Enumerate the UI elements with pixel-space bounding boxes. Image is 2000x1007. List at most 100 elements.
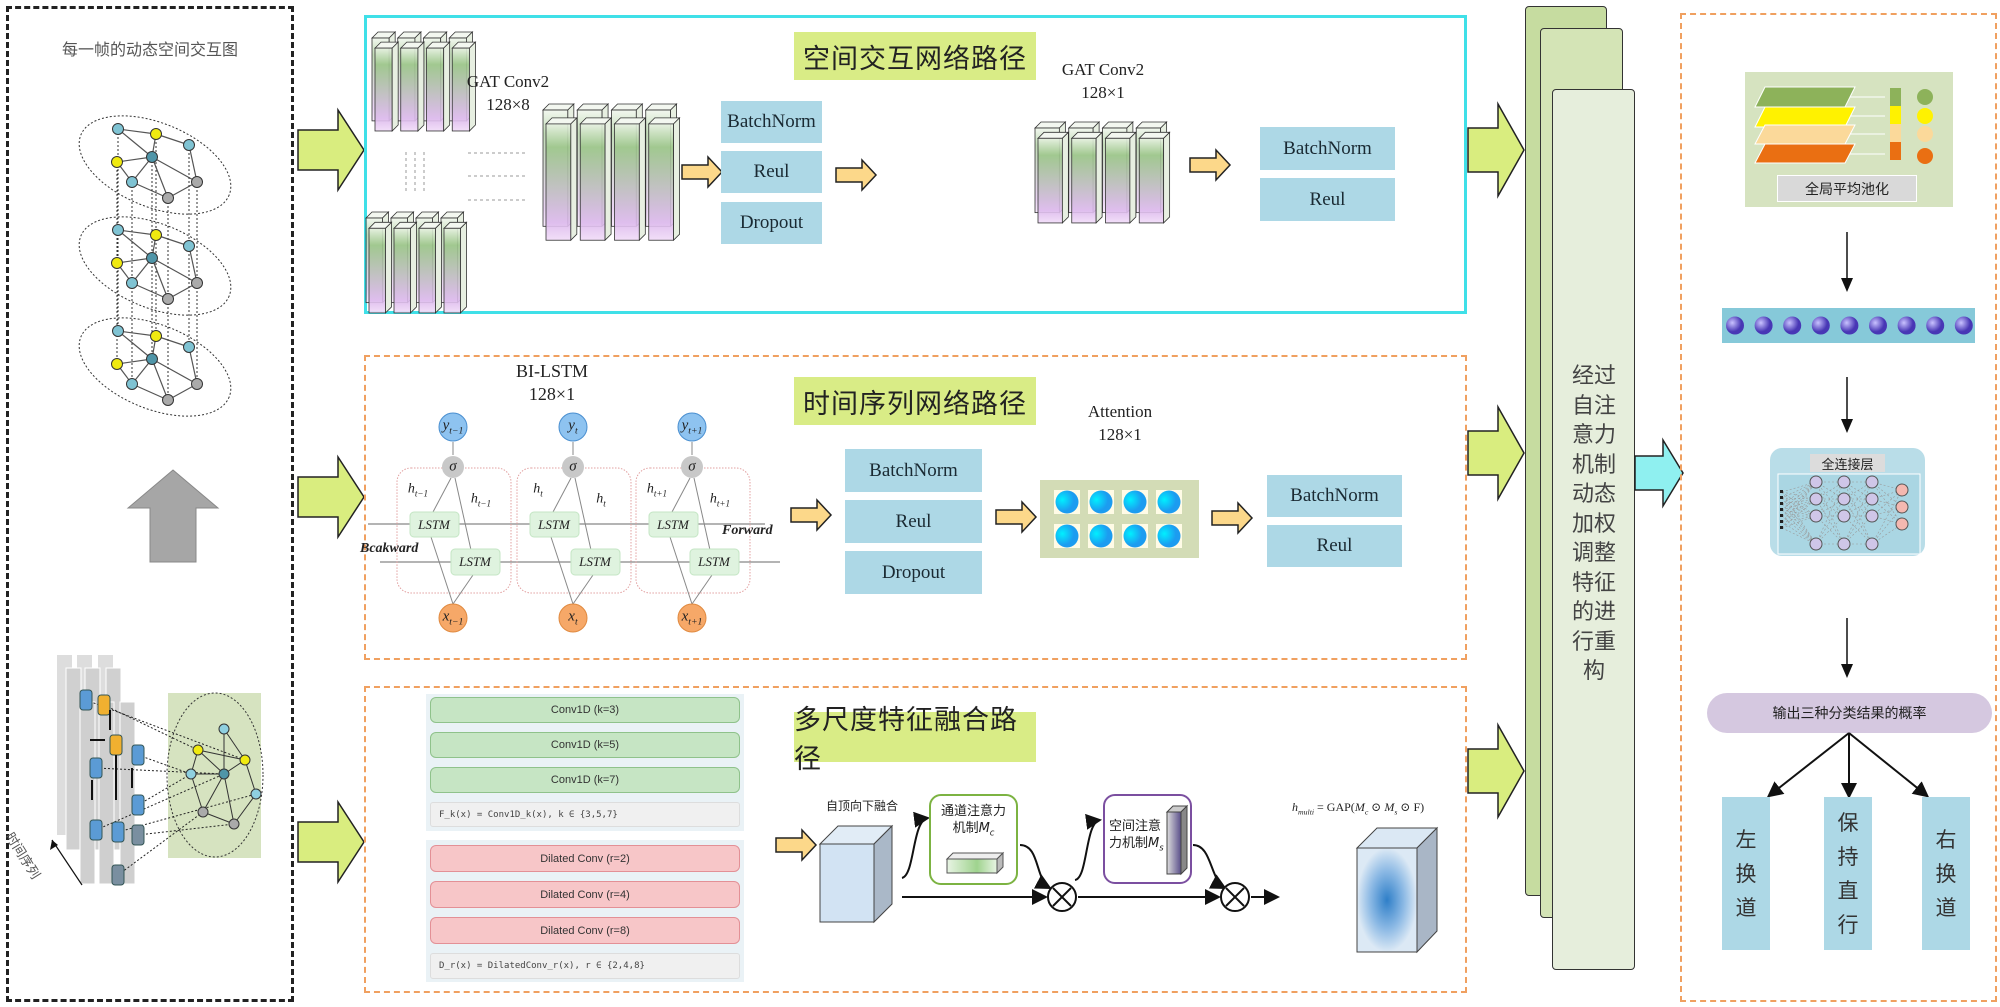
attention-weight-node (1055, 490, 1079, 514)
sigma-node (562, 456, 584, 478)
feature-column (1037, 131, 1070, 224)
pooling-illustration (1754, 86, 1933, 164)
output-label-sub: t+1 (688, 425, 703, 437)
connection (1815, 515, 1845, 545)
vehicle (111, 821, 125, 843)
feature-node (1754, 316, 1773, 335)
gat-conv-dim: 128×8 (486, 95, 530, 114)
vehicle-node (112, 325, 124, 337)
arrow-icon (1211, 501, 1254, 535)
vehicle-node (111, 358, 123, 370)
graph-background (168, 693, 261, 858)
connection (1781, 481, 1817, 523)
forward-lstm-label: LSTM (538, 517, 570, 533)
connection (1815, 481, 1845, 545)
sigma-label-text: σ (569, 458, 577, 475)
feature-column (1104, 131, 1137, 224)
backward-lstm-label-text: LSTM (698, 554, 730, 569)
hidden-neuron (1809, 509, 1823, 523)
temporal-path-title: 时间序列网络路径 (794, 377, 1036, 425)
frame-ellipse (78, 115, 232, 215)
arrow-icon (835, 158, 878, 192)
vehicle-node (146, 353, 158, 365)
backward-label: Bcakward (360, 541, 419, 556)
feature-node (1897, 316, 1916, 335)
formula-op: ⊙ (1368, 800, 1385, 814)
output-branch-arrows (1766, 732, 1930, 799)
vehicle-node (146, 252, 158, 264)
connection (1843, 481, 1873, 517)
input-label-text: x (568, 608, 575, 625)
fully-connected-network (1777, 473, 1921, 555)
multiply-icon (1220, 882, 1250, 912)
backward-lstm-label-text: LSTM (459, 554, 491, 569)
bilstm-dim: 128×1 (528, 384, 576, 404)
class-right-lane-change: 右换道 (1922, 797, 1970, 950)
vehicle-node (111, 257, 123, 269)
input-label-sub: t+1 (688, 616, 703, 628)
lane-mid (65, 667, 82, 851)
backward-lstm-label: LSTM (459, 554, 491, 570)
graph-edge (117, 128, 153, 158)
attention-weight-node (1123, 490, 1147, 514)
vehicle-node (150, 128, 162, 140)
connection (1843, 481, 1873, 545)
global-average-pooling-label: 全局平均池化 (1777, 175, 1917, 202)
connection (1781, 481, 1817, 505)
arrow-icon (775, 828, 818, 862)
formula-lhs-sub: multi (1298, 807, 1315, 817)
backward-lstm-unit (570, 548, 621, 576)
frame-ellipse (78, 216, 232, 316)
backward-lstm-label: LSTM (698, 554, 730, 570)
input-link (691, 574, 713, 605)
arrow-icon (1189, 148, 1232, 182)
formula-m2-sub: s (1394, 807, 1398, 817)
gat-conv-stack-lower (365, 211, 468, 314)
arrow-icon (790, 498, 833, 532)
output-feature-cube (1355, 826, 1439, 954)
fully-connected-module: 全连接层 (1770, 448, 1925, 556)
vehicle-node (192, 744, 204, 756)
arrow-shape (995, 500, 1038, 534)
sigma-label-text: σ (449, 458, 457, 475)
feature-column (613, 116, 647, 242)
input-label-sub: t−1 (449, 616, 464, 628)
input-label: xt−1 (443, 609, 464, 628)
attention-dim: 128×1 (1098, 425, 1142, 444)
arrow-shape (835, 158, 878, 192)
backward-lstm-label-text: LSTM (579, 554, 611, 569)
backward-hidden-label-text: h (709, 491, 717, 507)
spatial-path-title: 空间交互网络路径 (794, 32, 1036, 80)
backward-lstm-label: LSTM (579, 554, 611, 570)
feature-node (1926, 316, 1945, 335)
backward-lstm-unit (450, 548, 501, 576)
vehicle (131, 794, 145, 816)
attention-grid (1040, 480, 1199, 558)
sigma-label: σ (688, 459, 695, 476)
feature-cube (818, 824, 894, 924)
connection (1871, 481, 1903, 508)
hidden-link (432, 477, 452, 513)
graph-edge (117, 229, 157, 236)
connection (1871, 498, 1903, 525)
batchnorm-layer: BatchNorm (1260, 127, 1395, 170)
hidden-neuron (1837, 492, 1851, 506)
graph-edge (151, 358, 198, 385)
hidden-link (671, 477, 691, 513)
output-label-text: y (442, 417, 450, 434)
output-label-text: y (568, 417, 575, 434)
vehicle-node (162, 192, 174, 204)
forward-lstm-label-text: LSTM (418, 517, 450, 532)
connection (1871, 481, 1903, 525)
graph-edge (233, 793, 257, 825)
gat-conv2-dim: 128×1 (1081, 83, 1125, 102)
class-keep-straight: 保持直行 (1824, 797, 1872, 950)
vehicle-node (126, 378, 138, 390)
formula-m1-sub: c (1364, 807, 1369, 817)
top-down-fusion-label: 自顶向下融合 (826, 799, 899, 813)
spatial-path-panel (364, 15, 1467, 314)
forward-hidden-label-text: h (407, 481, 415, 497)
graph-edge (117, 229, 153, 259)
